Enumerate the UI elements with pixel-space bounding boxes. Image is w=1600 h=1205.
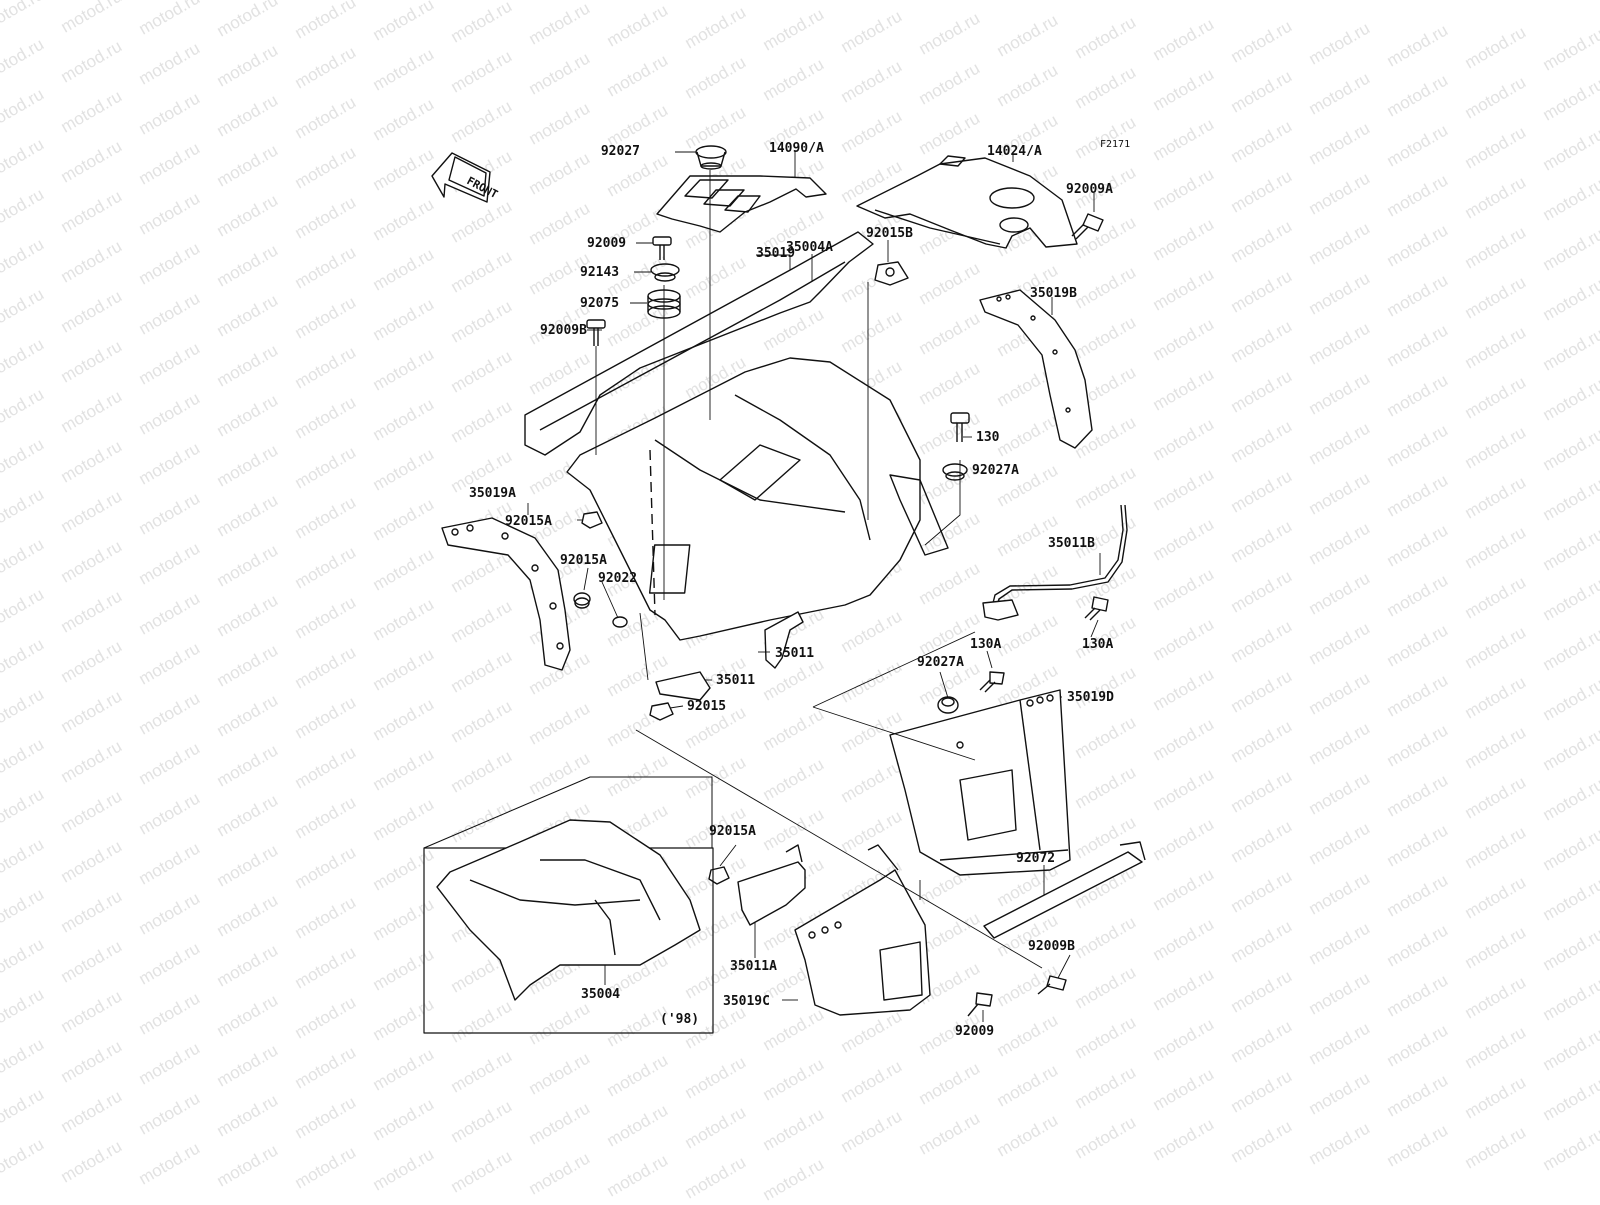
- grommet-92027a-second-icon: [937, 696, 959, 714]
- bolt-92009-icon: [652, 236, 672, 260]
- bracket-35019-icon: [524, 231, 874, 456]
- label-130a-second: 130A: [1082, 637, 1113, 652]
- label-92015a-third: 92015A: [709, 824, 756, 839]
- leader-lines: [527, 150, 1101, 1022]
- bolt-130a-upper-icon: [1084, 596, 1109, 621]
- label-92015: 92015: [687, 699, 726, 714]
- bolt-92009b-lower-icon: [1037, 975, 1067, 995]
- nut-92015-icon: [649, 702, 674, 721]
- label-92015a-second: 92015A: [560, 553, 607, 568]
- label-35019a: 35019A: [469, 486, 516, 501]
- strap-92072-icon: [983, 841, 1146, 939]
- label-92015b: 92015B: [866, 226, 913, 241]
- bolt-130-icon: [950, 412, 970, 442]
- bracket-35011-lower-icon: [655, 671, 711, 701]
- bolt-92009a-icon: [1071, 213, 1104, 240]
- nut-92015a-second-icon: [573, 592, 591, 609]
- nut-92015b-icon: [874, 261, 909, 286]
- grommet-92027a-icon: [942, 463, 968, 481]
- label-92009-second: 92009: [955, 1024, 994, 1039]
- bracket-35011a-icon: [737, 844, 806, 926]
- label-92009a: 92009A: [1066, 182, 1113, 197]
- label-35011-second: 35011: [716, 673, 755, 688]
- inset-year-label: ('98): [660, 1012, 699, 1027]
- mudguard-35019b-icon: [979, 289, 1093, 449]
- label-35011a: 35011A: [730, 959, 777, 974]
- front-arrow-icon: FRONT: [431, 152, 500, 203]
- nut-92015a-third-icon: [708, 866, 730, 885]
- label-92143: 92143: [580, 265, 619, 280]
- cover-14090a-icon: [656, 175, 827, 233]
- label-92027a-second: 92027A: [917, 655, 964, 670]
- grommet-92027-icon: [695, 145, 727, 170]
- label-92009b: 92009B: [540, 323, 587, 338]
- cover-14024a-icon: [856, 155, 1078, 249]
- label-35011b: 35011B: [1048, 536, 1095, 551]
- nut-92015a-icon: [581, 511, 603, 529]
- label-130a: 130A: [970, 637, 1001, 652]
- label-92009b-second: 92009B: [1028, 939, 1075, 954]
- label-92027: 92027: [601, 144, 640, 159]
- fender-35004-icon: [436, 819, 701, 1001]
- label-92027a: 92027A: [972, 463, 1019, 478]
- label-35019: 35019: [756, 246, 795, 261]
- label-92015a: 92015A: [505, 514, 552, 529]
- mudflap-35019d-icon: [889, 689, 1071, 876]
- label-35019c: 35019C: [723, 994, 770, 1009]
- bracket-35011-upper-icon: [764, 611, 804, 669]
- mudguard-35019a-icon: [441, 517, 571, 671]
- label-14090a: 14090/A: [769, 141, 824, 156]
- washer-92022-icon: [612, 616, 628, 628]
- label-35011: 35011: [775, 646, 814, 661]
- figure-code: F2171: [1100, 139, 1130, 150]
- bolt-130a-lower-icon: [979, 671, 1005, 693]
- label-92075: 92075: [580, 296, 619, 311]
- fender-35004a-icon: [566, 357, 949, 641]
- label-92072: 92072: [1016, 851, 1055, 866]
- rod-35011b-icon: [982, 504, 1128, 621]
- bolt-92009-lower-icon: [967, 992, 993, 1017]
- label-130: 130: [976, 430, 1000, 445]
- label-35004: 35004: [581, 987, 620, 1002]
- label-92009: 92009: [587, 236, 626, 251]
- label-14024a: 14024/A: [987, 144, 1042, 159]
- mudflap-35019c-icon: [794, 844, 931, 1016]
- label-35019b: 35019B: [1030, 286, 1077, 301]
- label-92022: 92022: [598, 571, 637, 586]
- label-35019d: 35019D: [1067, 690, 1114, 705]
- bolt-92009b-icon: [586, 319, 606, 346]
- inset-1998-box: [423, 776, 714, 1034]
- grommet-92143-icon: [650, 263, 680, 282]
- label-35004a: 35004A: [786, 240, 833, 255]
